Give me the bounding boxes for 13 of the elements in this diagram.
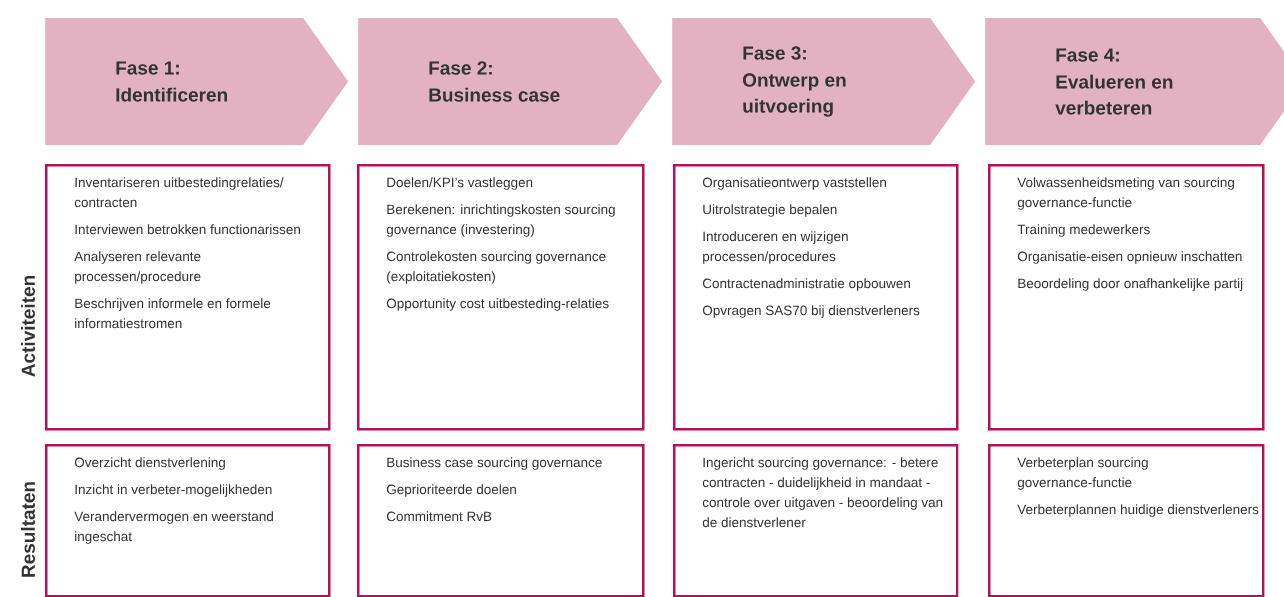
text-box: Organisatieontwerp vaststellen Uitrolstrategie bepalen Introduceren en wijzigen processen/procedures Contractenadministratie opbouwen Opvragen SAS70 bij dienstverleners <box>673 164 959 431</box>
text-box: Verbeterplan sourcing governance-functie Verbeterplannen huidige dienstverleners <box>988 444 1265 597</box>
text-box: Overzicht dienstverlening Inzicht in verbeter-mogelijkheden Verandervermogen en weerstand ingeschat <box>45 444 331 597</box>
text-box: Inventariseren uitbestedingrelaties/ contracten Interviewen betrokken functionarissen Analyseren relevante processen/procedure Beschrijven informele en formele informatiestromen <box>45 164 331 431</box>
text-box: Business case sourcing governance Geprioriteerde doelen Commitment RvB <box>357 444 645 597</box>
phase-banner: Fase 2: Business case <box>358 18 663 145</box>
text-box: Doelen/KPI’s vastleggen Berekenen: inrichtingskosten sourcing governance (investering) Controlekosten sourcing governance (exploitatiekosten) Opportunity cost uitbesteding-relaties <box>357 164 645 431</box>
phase-banner: Fase 3: Ontwerp en uitvoering <box>672 18 976 145</box>
text-box: Volwassenheidsmeting van sourcing governance-functie Training medewerkers Organisatie-eisen opnieuw inschatten Beoordeling door onafhankelijke partij <box>988 164 1265 431</box>
phase-banner: Fase 4: Evalueren en verbeteren <box>985 18 1284 145</box>
row-label: Resultaten <box>21 482 35 577</box>
phase-banner: Fase 1: Identificeren <box>45 18 349 145</box>
text-box: Ingericht sourcing governance: - betere contracten - duidelijkheid in mandaat - controle over uitgaven - beoordeling van de dienstverlener <box>673 444 959 597</box>
